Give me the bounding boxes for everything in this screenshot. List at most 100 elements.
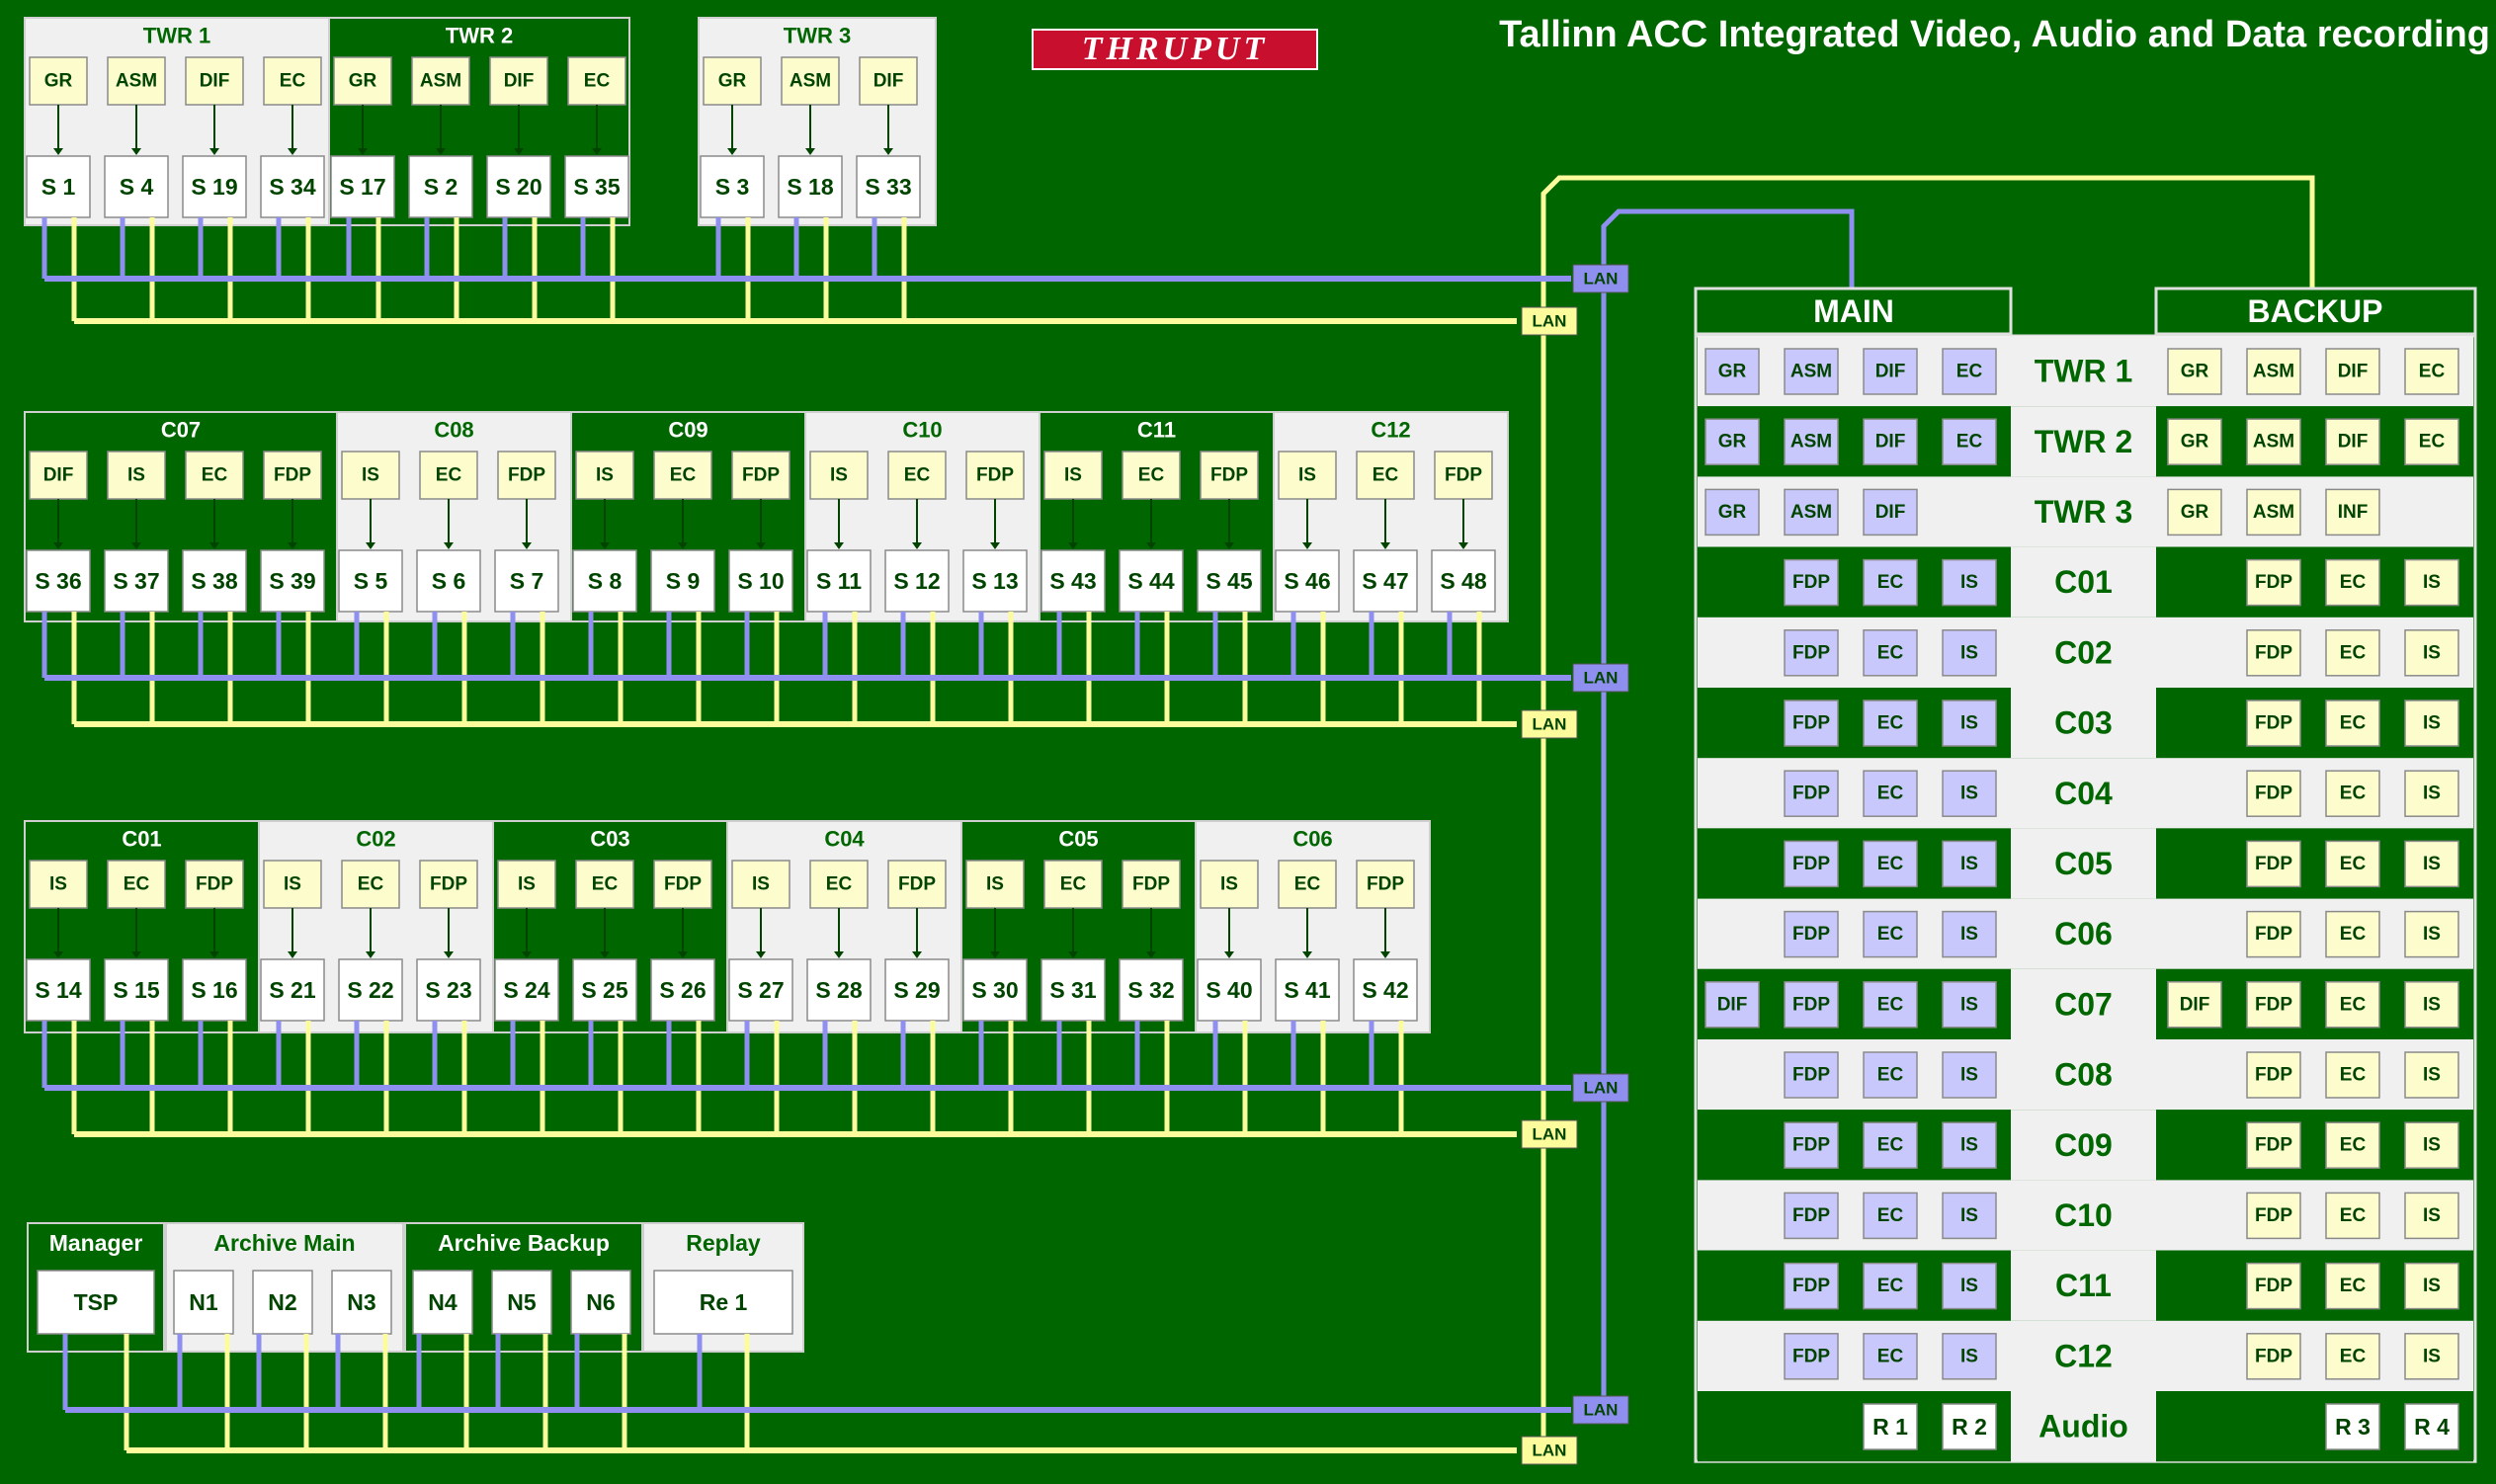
table-row-c06-main-is-label: IS xyxy=(1960,924,1978,945)
group-c06-server-s-42-label: S 42 xyxy=(1362,977,1408,1003)
table-row-c11-backup-ec: EC xyxy=(2325,1262,2380,1310)
table-row-c10-label: C10 xyxy=(2054,1197,2113,1233)
group-twr-3-server-s-3-label: S 3 xyxy=(715,174,750,200)
group-twr-1-source-gr-label: GR xyxy=(44,71,73,92)
group-c07-source-fdp-box xyxy=(263,451,322,500)
group-c09-source-fdp: FDP xyxy=(731,451,790,500)
table-row-c12-backup-ec: EC xyxy=(2325,1333,2380,1380)
table-row-c01-main-fdp: FDP xyxy=(1784,558,1839,607)
group-twr-1-server-s-19: S 19 xyxy=(182,155,247,218)
group-c09-server-s-10: S 10 xyxy=(728,549,793,613)
group-twr-2-source-dif-box xyxy=(489,56,548,106)
group-twr-3-source-asm-label: ASM xyxy=(790,71,831,92)
group-c12-server-s-48-box xyxy=(1431,549,1496,613)
group-c08-source-ec-label: EC xyxy=(436,465,462,486)
table-row-c09-backup-ec-label: EC xyxy=(2340,1135,2367,1156)
server-group-archive-backup-node-n5: N5 xyxy=(491,1270,552,1335)
table-row-c03-backup-ec: EC xyxy=(2325,700,2380,747)
table-row-c08-backup-ec-label: EC xyxy=(2340,1065,2367,1086)
table-row-c01-main-fdp-label: FDP xyxy=(1792,572,1830,593)
group-twr-2-server-s-20-box xyxy=(486,155,551,218)
server-group-archive-backup-node-n4-box xyxy=(412,1270,473,1335)
table-row-c07-backup-is-label: IS xyxy=(2423,994,2441,1015)
table-row-c03-main-fdp-box xyxy=(1784,700,1839,747)
table-row-c12-main-is: IS xyxy=(1942,1333,1997,1380)
group-c11-server-s-44-box xyxy=(1119,549,1184,613)
group-twr-1-arrowhead-1 xyxy=(131,148,141,155)
group-twr-2-server-s-35: S 35 xyxy=(564,155,629,218)
group-c12-source-fdp-box xyxy=(1434,451,1493,500)
group-c12-server-s-48-label: S 48 xyxy=(1440,568,1487,594)
group-c03-source-ec-box xyxy=(575,860,634,909)
table-row-c10-label-bg xyxy=(2011,1180,2156,1251)
group-c11-arrowhead-0 xyxy=(1068,542,1078,549)
table-row-c11-backup-is: IS xyxy=(2404,1262,2459,1310)
table-row-twr-3-backup-inf-label: INF xyxy=(2338,502,2369,523)
table-row-c09-label: C09 xyxy=(2054,1127,2113,1163)
group-c01-source-ec: EC xyxy=(107,860,166,909)
table-row-c07-backup-dif: DIF xyxy=(2167,981,2222,1029)
group-c07-source-dif-label: DIF xyxy=(43,465,74,486)
table-row-twr-3-main-asm-box xyxy=(1784,488,1839,536)
server-group-archive-backup-node-n5-label: N5 xyxy=(507,1289,537,1315)
group-c12-server-s-47-label: S 47 xyxy=(1362,568,1408,594)
table-row-c12-label: C12 xyxy=(2054,1338,2113,1373)
table-row-c04-main-ec: EC xyxy=(1863,770,1918,817)
table-row-c11-label: C11 xyxy=(2055,1268,2112,1303)
group-c02-server-s-21: S 21 xyxy=(260,958,325,1022)
table-row-twr-2-backup-asm: ASM xyxy=(2246,418,2301,465)
group-c07-source-dif-box xyxy=(29,451,88,500)
server-group-manager-node-tsp-box xyxy=(37,1270,155,1335)
group-c06-arrowhead-2 xyxy=(1380,951,1390,958)
lan-tag-box-4 xyxy=(1572,1073,1629,1103)
table-row-c09-backup-fdp: FDP xyxy=(2246,1121,2301,1169)
table-row-twr-3-main-asm-label: ASM xyxy=(1790,502,1832,523)
lan-trunk-main xyxy=(1601,208,1855,289)
group-c11-arrowhead-2 xyxy=(1224,542,1234,549)
table-row-c10-backup-ec-label: EC xyxy=(2340,1205,2367,1226)
table-row-c04-main-is-label: IS xyxy=(1960,783,1978,804)
group-c08-server-s-6-label: S 6 xyxy=(432,568,466,594)
group-c10-source-ec-label: EC xyxy=(904,465,931,486)
group-c02-source-is-label: IS xyxy=(284,874,301,895)
group-c03-source-is: IS xyxy=(497,860,556,909)
table-row-c10-backup-fdp-label: FDP xyxy=(2255,1205,2292,1226)
table-row-c02-main-fdp-box xyxy=(1784,629,1839,677)
table-row-twr-2-main-ec-box xyxy=(1942,418,1997,465)
table-row-c04-backup-ec: EC xyxy=(2325,770,2380,817)
group-c03-server-s-25-box xyxy=(572,958,637,1022)
table-row-audio-main-r-1-box xyxy=(1863,1403,1918,1450)
group-c12-source-fdp-label: FDP xyxy=(1445,465,1482,486)
group-c04-source-fdp-label: FDP xyxy=(898,874,936,895)
table-row-c02-main-ec: EC xyxy=(1863,629,1918,677)
table-row-c04-backup-fdp: FDP xyxy=(2246,770,2301,817)
server-group-archive-main-node-n3-label: N3 xyxy=(347,1289,375,1315)
table-row-c01-main-ec-box xyxy=(1863,558,1918,607)
group-twr-2-server-s-2-label: S 2 xyxy=(424,174,458,200)
group-c05-arrowhead-2 xyxy=(1146,951,1156,958)
table-row-c08-main-ec: EC xyxy=(1863,1051,1918,1099)
group-c04-source-ec-box xyxy=(809,860,869,909)
lan-tag-6: LAN xyxy=(1572,1395,1629,1425)
table-row-c07-backup-fdp: FDP xyxy=(2246,981,2301,1029)
backup-header: BACKUP xyxy=(2248,293,2383,329)
group-c07-source-is: IS xyxy=(107,451,166,500)
group-c11-arrowhead-1 xyxy=(1146,542,1156,549)
table-row-c05-label-bg xyxy=(2011,828,2156,899)
group-c08-server-s-7-label: S 7 xyxy=(510,568,544,594)
table-row-c08-main-is: IS xyxy=(1942,1051,1997,1099)
table-row-c09-main-is-label: IS xyxy=(1960,1135,1978,1156)
group-c05-server-s-32-label: S 32 xyxy=(1127,977,1174,1003)
group-c05-server-s-32: S 32 xyxy=(1119,958,1184,1022)
table-row-c07-main-fdp-box xyxy=(1784,981,1839,1029)
group-twr-2-arrowhead-1 xyxy=(436,148,446,155)
group-c04-arrowhead-0 xyxy=(756,951,766,958)
group-c03-source-is-box xyxy=(497,860,556,909)
table-row-c12-main-fdp: FDP xyxy=(1784,1333,1839,1380)
table-row-audio-main-r-1-label: R 1 xyxy=(1872,1414,1908,1440)
group-c03-source-fdp-box xyxy=(653,860,712,909)
group-twr-1-arrowhead-3 xyxy=(288,148,297,155)
table-row-twr-2-backup-dif: DIF xyxy=(2325,418,2380,465)
group-c12-server-s-47-box xyxy=(1353,549,1418,613)
group-c02-server-s-23: S 23 xyxy=(416,958,481,1022)
